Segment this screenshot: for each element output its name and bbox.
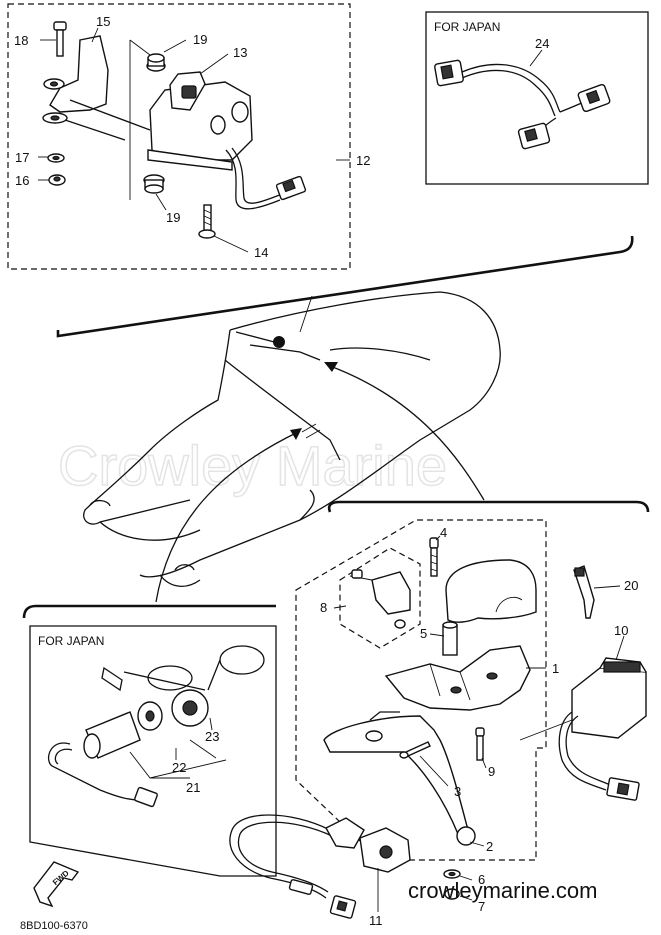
callout-16: 16 [15, 173, 29, 188]
callout-13: 13 [233, 45, 247, 60]
callout-22: 22 [172, 760, 186, 775]
japan-switch-box: FOR JAPAN [29, 625, 277, 877]
group-bracket-left [22, 604, 276, 619]
callout-12: 12 [356, 153, 370, 168]
callout-19-top: 19 [193, 32, 207, 47]
washer-17-shape [47, 153, 65, 163]
callout-6: 6 [478, 872, 485, 887]
callout-14: 14 [254, 245, 268, 260]
japan-bottom-title: FOR JAPAN [38, 634, 104, 648]
japan-top-title: FOR JAPAN [434, 20, 500, 34]
callout-1: 1 [552, 661, 559, 676]
callout-4: 4 [440, 525, 447, 540]
grommet-19-top-shape [146, 53, 166, 72]
grommet-19-bottom-shape [143, 174, 165, 194]
screw-14-shape [198, 204, 216, 239]
group-bracket-right [327, 500, 650, 513]
callout-10: 10 [614, 623, 628, 638]
lever-dashed-frame [295, 519, 547, 861]
switch-box-10-shape [519, 635, 647, 801]
cable-tie-20-shape [573, 565, 621, 619]
drawing-code: 8BD100-6370 [20, 920, 88, 932]
arrow-line-right [329, 365, 485, 501]
sensor-11-shape [229, 814, 411, 919]
switch-box-dashed-frame [7, 3, 351, 270]
throttle-lever-group [295, 519, 547, 901]
watercraft-outline [83, 291, 501, 587]
arrow-head-left [290, 428, 302, 440]
callout-20: 20 [624, 578, 638, 593]
callout-5: 5 [420, 626, 427, 641]
mount-point [273, 336, 285, 348]
callout-17: 17 [15, 150, 29, 165]
arrow-head-right [324, 362, 338, 372]
callout-3: 3 [454, 784, 461, 799]
callout-8: 8 [320, 600, 327, 615]
arrow-line-left [155, 431, 299, 603]
callout-21: 21 [186, 780, 200, 795]
callout-18: 18 [14, 33, 28, 48]
callout-2: 2 [486, 839, 493, 854]
callout-9: 9 [488, 764, 495, 779]
japan-harness-box: FOR JAPAN [425, 11, 649, 185]
fwd-arrow: FWD [33, 861, 80, 908]
leader-to-craft [299, 295, 313, 333]
bolt-18-shape [53, 21, 67, 57]
callout-7: 7 [478, 899, 485, 914]
watermark-text: Crowley Marine [58, 434, 447, 497]
callout-15: 15 [96, 14, 110, 29]
site-url: crowleymarine.com [408, 878, 598, 903]
switch-box-group [7, 3, 351, 270]
callout-11: 11 [369, 913, 383, 928]
item-8-dashed-frame [339, 547, 421, 649]
group-bracket-top [56, 235, 634, 338]
guide-line [129, 39, 151, 56]
japan-top-frame [425, 11, 649, 185]
switch-box-13-shape [147, 71, 307, 210]
callout-24: 24 [535, 36, 549, 51]
callout-23: 23 [205, 729, 219, 744]
nut-16-shape [48, 174, 66, 186]
bracket-15-shape [42, 35, 151, 141]
callout-19-bottom: 19 [166, 210, 180, 225]
japan-bottom-frame [29, 625, 277, 877]
